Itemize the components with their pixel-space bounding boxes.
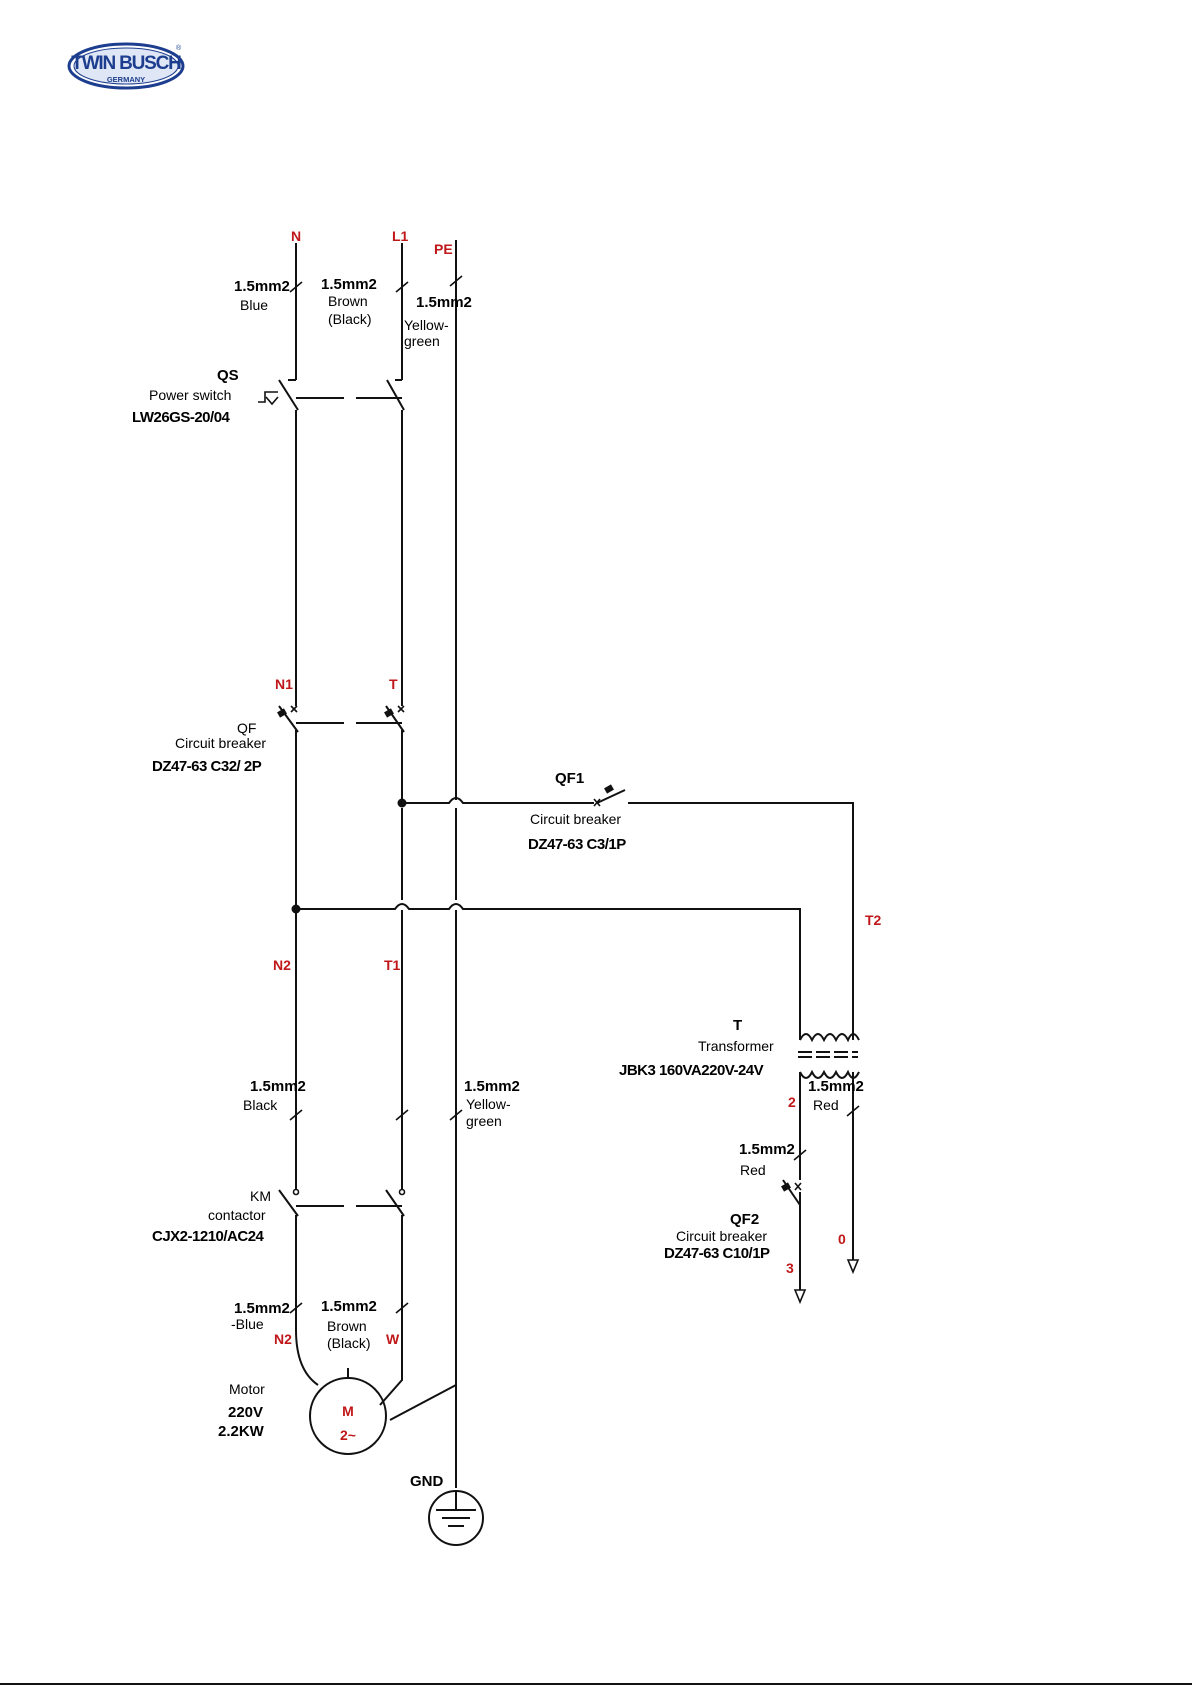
wire-qf1-branch: [402, 784, 854, 1030]
transformer-tag: T: [733, 1017, 742, 1034]
qs-power-switch-symbol: [258, 379, 405, 411]
km-contactor-symbol: [278, 1188, 406, 1217]
terminal-pe: PE: [434, 241, 453, 257]
wire-motor-n-color: -Blue: [231, 1316, 264, 1332]
ground-symbol: [428, 1490, 484, 1546]
ground-label: GND: [410, 1473, 444, 1490]
terminal-n1: N1: [275, 676, 293, 692]
motor-symbol: M 2~: [309, 1368, 387, 1455]
terminal-t1: T1: [384, 957, 401, 973]
qs-tag: QS: [217, 367, 239, 384]
terminal-0: 0: [838, 1231, 846, 1247]
qf1-tag: QF1: [555, 770, 584, 787]
qf2-name: Circuit breaker: [676, 1228, 767, 1244]
qf1-model: DZ47-63 C3/1P: [528, 836, 626, 853]
twin-busch-logo: TWIN BUSCH GERMANY ®: [67, 42, 185, 90]
terminal-labels: N L1 PE N1 T N2 T1 T2 2 3 0 N2 W: [273, 228, 882, 1347]
terminal-2: 2: [788, 1094, 796, 1110]
qf2-breaker-symbol: [781, 1179, 802, 1206]
terminal-t: T: [389, 676, 398, 692]
qf2-tag: QF2: [730, 1211, 759, 1228]
arrow-0: [846, 1259, 860, 1275]
wire-tr-sec-size: 1.5mm2: [808, 1078, 864, 1095]
km-name: contactor: [208, 1207, 266, 1223]
arrow-3: [793, 1289, 807, 1305]
wire-mid-n-color: Black: [243, 1097, 278, 1113]
logo-text: TWIN BUSCH: [71, 53, 181, 74]
motor-phase-symbol: 2~: [340, 1427, 356, 1443]
wire-l-color2: (Black): [328, 311, 372, 327]
wire-mid-pe-color2: green: [466, 1113, 502, 1129]
terminal-n2-motor: N2: [274, 1331, 292, 1347]
wire-motor-w-color1: Brown: [327, 1318, 367, 1334]
terminal-3: 3: [786, 1260, 794, 1276]
qf-model: DZ47-63 C32/ 2P: [152, 758, 262, 775]
qf-name: Circuit breaker: [175, 735, 266, 751]
qs-name: Power switch: [149, 387, 231, 403]
wire-tr-sec-color: Red: [813, 1097, 839, 1113]
wire-pe-color2: green: [404, 333, 440, 349]
wire-n-color: Blue: [240, 297, 268, 313]
wire-tr-out-size: 1.5mm2: [739, 1141, 795, 1158]
motor-power: 2.2KW: [218, 1423, 265, 1440]
wire-l-size: 1.5mm2: [321, 276, 377, 293]
terminal-t2: T2: [865, 912, 882, 928]
wire-n-size: 1.5mm2: [234, 278, 290, 295]
km-tag: KM: [250, 1188, 271, 1204]
km-model: CJX2-1210/AC24: [152, 1228, 265, 1245]
motor-m-symbol: M: [342, 1403, 354, 1419]
page-bottom-rule: [0, 1683, 1192, 1685]
wire-tr-out-color: Red: [740, 1162, 766, 1178]
qs-model: LW26GS-20/04: [132, 409, 231, 426]
logo-subtext: GERMANY: [107, 75, 145, 84]
motor-voltage: 220V: [228, 1404, 263, 1421]
terminal-n2-upper: N2: [273, 957, 291, 973]
wire-pe-motor: [389, 1384, 457, 1421]
motor-name: Motor: [229, 1381, 265, 1397]
transformer-symbol: [798, 1030, 860, 1290]
qf2-model: DZ47-63 C10/1P: [664, 1245, 770, 1262]
wire-l-color1: Brown: [328, 293, 368, 309]
wire-pe-size: 1.5mm2: [416, 294, 472, 311]
terminal-w: W: [386, 1331, 400, 1347]
wire-spec-labels: 1.5mm2 Blue 1.5mm2 Brown (Black) 1.5mm2 …: [231, 276, 864, 1351]
wire-mid-pe-color1: Yellow-: [466, 1096, 511, 1112]
qf-breaker-symbol: [277, 705, 405, 733]
wire-n-branch: [296, 903, 801, 1040]
transformer-model: JBK3 160VA220V-24V: [619, 1062, 764, 1079]
component-labels: QS Power switch LW26GS-20/04 QF Circuit …: [132, 367, 774, 1490]
wire-pe-color1: Yellow-: [404, 317, 449, 333]
terminal-n: N: [291, 228, 301, 244]
supply-wires: [288, 240, 457, 1488]
qf1-name: Circuit breaker: [530, 811, 621, 827]
wire-motor-w-color2: (Black): [327, 1335, 371, 1351]
wire-mid-n-size: 1.5mm2: [250, 1078, 306, 1095]
wire-tick-marks: [289, 275, 860, 1314]
wire-motor-w-size: 1.5mm2: [321, 1298, 377, 1315]
logo-registered-mark: ®: [176, 44, 182, 52]
transformer-name: Transformer: [698, 1038, 774, 1054]
qf-tag: QF: [237, 720, 256, 736]
terminal-l1: L1: [392, 228, 409, 244]
wire-motor-n-size: 1.5mm2: [234, 1300, 290, 1317]
wire-mid-pe-size: 1.5mm2: [464, 1078, 520, 1095]
